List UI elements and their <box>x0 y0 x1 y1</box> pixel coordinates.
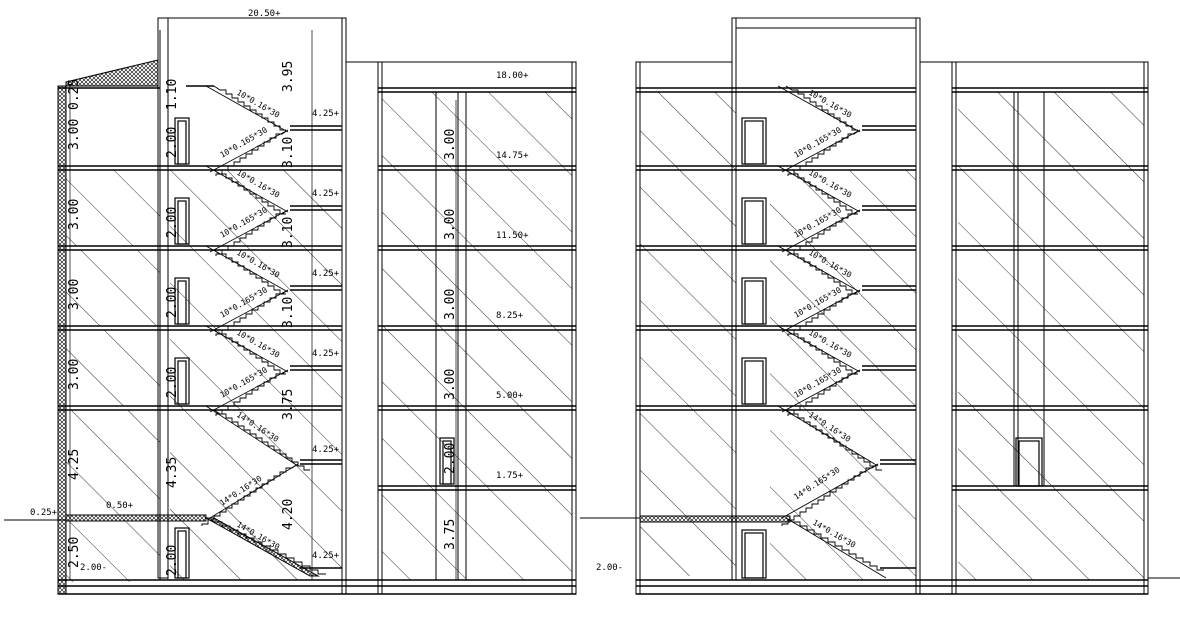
dim-label: 3.10 <box>281 137 296 168</box>
dim-label: 3.75 <box>443 519 458 550</box>
level-label: 2.00- <box>80 563 107 573</box>
dim-label: 1.10 <box>165 79 180 110</box>
dim-label: 3.00 <box>443 369 458 400</box>
right-hatch <box>640 92 1144 580</box>
level-label: 20.50+ <box>248 9 281 19</box>
level-label: 1.75+ <box>496 471 524 481</box>
dim-label: 3.75 <box>281 389 296 420</box>
dim-label: 3.10 <box>281 297 296 328</box>
level-label: 4.25+ <box>312 189 340 199</box>
dim-label: 3.10 <box>281 217 296 248</box>
dim-label: 2.00 <box>165 545 180 576</box>
level-label: 4.25+ <box>312 269 340 279</box>
level-label: 5.00+ <box>496 391 524 401</box>
level-label: 4.25+ <box>312 109 340 119</box>
level-label: 14.75+ <box>496 151 529 161</box>
level-label: 18.00+ <box>496 71 529 81</box>
dim-label: 3.00 <box>67 199 82 230</box>
dim-label: 3.00 <box>443 289 458 320</box>
dim-label: 0.25 <box>67 79 82 110</box>
dim-label: 3.00 <box>67 119 82 150</box>
dim-label: 2.00 <box>165 287 180 318</box>
dim-label: 4.20 <box>281 499 296 530</box>
dim-label: 2.00 <box>165 127 180 158</box>
level-label: 4.25+ <box>312 445 340 455</box>
level-label: 4.25+ <box>312 349 340 359</box>
dim-label: 3.00 <box>67 279 82 310</box>
left-hatch <box>66 92 572 582</box>
level-label: 0.50+ <box>106 501 134 511</box>
dim-label: 3.00 <box>443 129 458 160</box>
level-label: 0.25+ <box>30 508 58 518</box>
level-label: 11.50+ <box>496 231 529 241</box>
dim-label: 4.25 <box>67 449 82 480</box>
dim-label: 2.50 <box>67 537 82 568</box>
dim-label: 2.00 <box>165 207 180 238</box>
dim-label: 3.00 <box>443 209 458 240</box>
dim-label: 2.00 <box>443 443 458 474</box>
level-label: 4.25+ <box>312 551 340 561</box>
level-label: 8.25+ <box>496 311 524 321</box>
dim-label: 3.95 <box>281 61 296 92</box>
dim-label: 4.35 <box>165 457 180 488</box>
stair-label: 10*0.165*30 <box>219 125 270 159</box>
dim-label: 2.00 <box>165 367 180 398</box>
right-section <box>580 17 1180 595</box>
left-section <box>4 17 577 595</box>
level-label: 2.00- <box>596 563 623 573</box>
dim-label: 3.00 <box>67 359 82 390</box>
